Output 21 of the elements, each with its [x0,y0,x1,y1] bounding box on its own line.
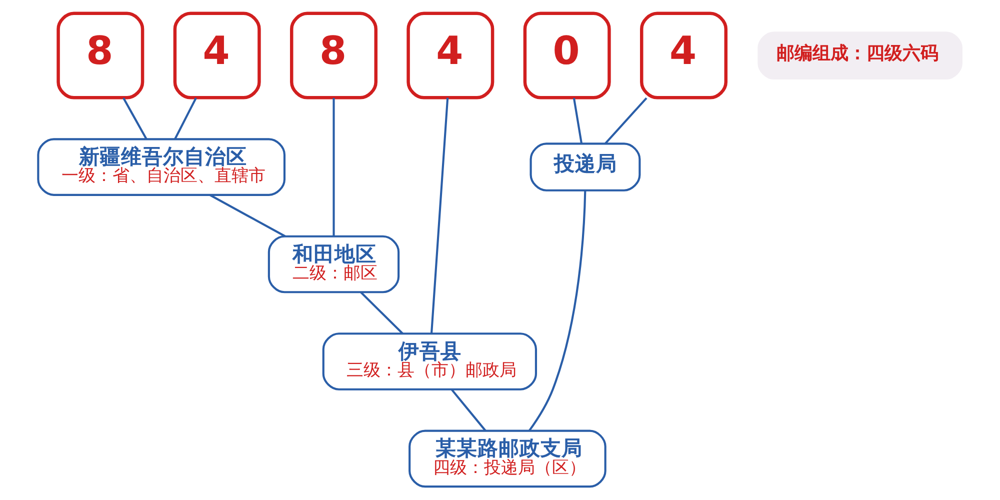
node-box: 4 [406,12,494,100]
connector [430,98,449,334]
connector [360,292,404,334]
connector [528,190,586,432]
connector [209,194,286,238]
node-box: 8 [56,12,144,100]
node-box: 和田地区 二级：邮区 [268,235,400,294]
node-box: 8 [290,12,378,100]
node-box: 0 [523,12,611,100]
node-box: 伊吾县 三级：县（市）邮政局 [322,332,538,390]
connector [572,98,583,144]
connector [122,98,148,140]
node-box: 4 [640,12,728,100]
connector [450,388,486,432]
connector [604,97,648,144]
connector [332,98,335,236]
connector [174,98,197,140]
node-box: 4 [173,12,261,100]
node-box: 某某路邮政支局 四级：投递局（区） [408,430,606,488]
node-box: 新疆维吾尔自治区 一级：省、自治区、直辖市 [37,138,286,196]
node-box: 投递局 [530,142,641,192]
